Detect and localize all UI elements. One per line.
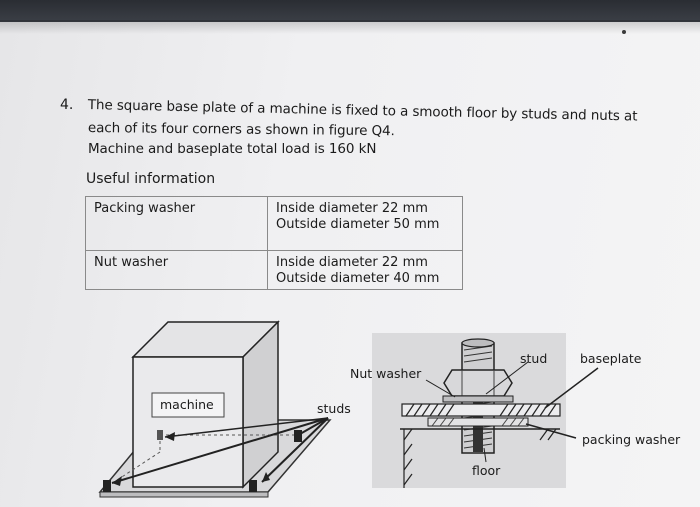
question-number: 4. — [60, 97, 74, 113]
packing-washer-leader — [525, 423, 577, 439]
stud-marker — [103, 480, 111, 492]
studs-label: studs — [317, 401, 351, 416]
nut-shape — [443, 369, 513, 397]
studs-leader — [111, 417, 329, 484]
value-line: Inside diameter 22 mm — [276, 255, 428, 270]
arrow-head — [165, 432, 175, 441]
baseplate-hatch — [405, 403, 557, 417]
table-row: Nut washer Inside diameter 22 mm Outside… — [85, 250, 463, 290]
nut-washer-label: Nut washer — [350, 366, 422, 381]
arrow-head — [112, 476, 122, 486]
info-table: Packing washer Inside diameter 22 mm Out… — [85, 196, 463, 290]
speck — [622, 30, 626, 34]
baseplate-edge — [99, 491, 269, 498]
value-line: Inside diameter 22 mm — [276, 201, 428, 216]
studs-leader — [261, 417, 329, 483]
baseplate-section — [401, 403, 561, 417]
stud-leader — [485, 361, 529, 395]
nut-washer-leader — [425, 379, 456, 398]
table-cell-values: Inside diameter 22 mm Outside diameter 4… — [267, 250, 463, 290]
machine-front-face — [132, 356, 244, 488]
hidden-edge — [107, 451, 161, 487]
stud-top — [461, 338, 495, 348]
value-line: Outside diameter 50 mm — [276, 217, 440, 232]
stud-marker — [249, 480, 257, 492]
floor-label: floor — [472, 463, 501, 478]
packing-washer-shape — [427, 417, 529, 427]
useful-information-heading: Useful information — [86, 171, 216, 187]
baseplate-label: baseplate — [580, 351, 642, 366]
table-cell-values: Inside diameter 22 mm Outside diameter 5… — [267, 196, 463, 251]
top-shadow — [0, 20, 700, 34]
stud-marker — [157, 430, 163, 440]
value-line: Outside diameter 40 mm — [276, 271, 440, 286]
baseplate-leader — [544, 367, 599, 409]
screen-top-bar — [0, 0, 700, 22]
machine-label: machine — [160, 397, 214, 412]
machine-label-box — [151, 392, 225, 418]
question-line-3: Machine and baseplate total load is 160 … — [88, 141, 377, 157]
stud-marker — [294, 430, 302, 442]
stud-label: stud — [520, 351, 548, 366]
floor-leader — [483, 447, 487, 463]
nut-washer-shape — [442, 395, 514, 403]
packing-hatch — [431, 417, 525, 427]
floor-hatch — [403, 428, 557, 488]
studs-leader — [164, 417, 329, 438]
table-cell-label: Nut washer — [85, 250, 268, 290]
packing-washer-label: packing washer — [582, 432, 681, 447]
studs-leader — [299, 417, 329, 435]
arrow-head — [262, 472, 270, 482]
